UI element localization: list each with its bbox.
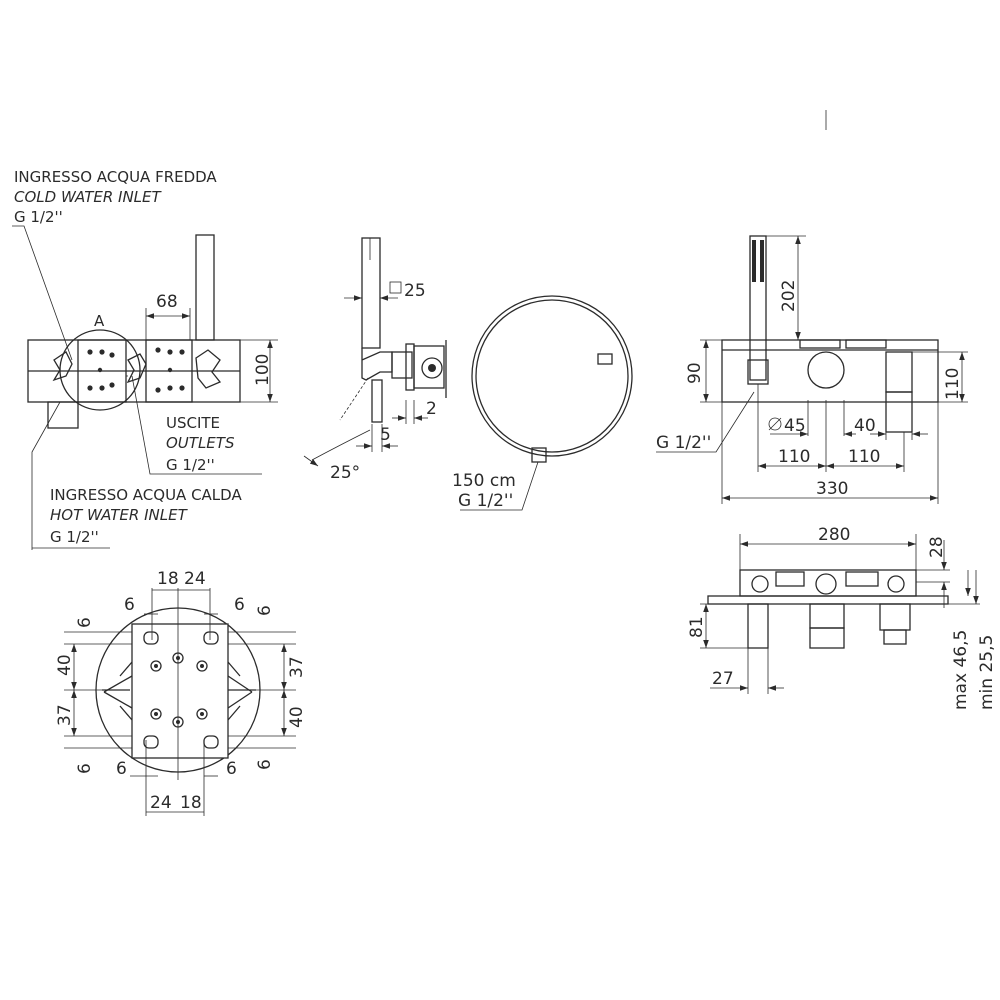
dim-100: 100 (253, 354, 273, 386)
detail-right-6b: 6 (255, 759, 275, 770)
detail-right-37: 37 (287, 656, 307, 678)
dim-27: 27 (712, 669, 734, 689)
detail-right-6t: 6 (255, 605, 275, 616)
dim-68: 68 (156, 292, 178, 312)
front-view-dimensions: 68 100 (145, 292, 278, 403)
detail-right-40: 40 (287, 706, 307, 728)
diameter-value: 45 (784, 416, 806, 436)
dim-110-right: 110 (848, 447, 880, 467)
dim-110-left: 110 (778, 447, 810, 467)
detail-left-6t: 6 (75, 617, 95, 628)
dim-40: 40 (854, 416, 876, 436)
front-view-body: A (27, 234, 241, 429)
dim-min: min 25,5 (977, 635, 997, 710)
outlets-size: G 1/2'' (166, 456, 215, 474)
detail-left-40: 40 (55, 654, 75, 676)
outlets-label-en: OUTLETS (166, 434, 235, 452)
detail-plate (95, 607, 261, 773)
detail-top-6b: 6 (234, 595, 245, 615)
detail-dimensions: 18 24 6 6 6 6 40 37 6 37 40 6 6 (55, 569, 307, 816)
cold-inlet-label-it: INGRESSO ACQUA FREDDA (14, 168, 217, 186)
dim-angle: 25° (330, 463, 360, 483)
detail-left-37: 37 (55, 704, 75, 726)
dim-202: 202 (779, 280, 799, 312)
hot-inlet-size: G 1/2'' (50, 528, 99, 546)
dim-5: 5 (380, 425, 391, 445)
hose-length: 150 cm (452, 471, 516, 491)
dim-81: 81 (687, 616, 707, 638)
detail-bot-6b: 6 (226, 759, 237, 779)
front-view-finish: 202 90 110 45 40 110 110 33 (656, 110, 968, 504)
dim-28: 28 (927, 536, 947, 558)
front-inlet-size: G 1/2'' (656, 433, 711, 453)
detail-top-6a: 6 (124, 595, 135, 615)
detail-tag: A (94, 312, 105, 330)
cold-inlet-size: G 1/2'' (14, 208, 63, 226)
dim-max: max 46,5 (951, 630, 971, 710)
detail-bot-24: 24 (150, 793, 172, 813)
detail-bot-6a: 6 (116, 759, 127, 779)
square-section: 25 (404, 281, 426, 301)
hose-size: G 1/2'' (458, 491, 513, 511)
detail-left-6b: 6 (75, 763, 95, 774)
detail-top-18: 18 (157, 569, 179, 589)
top-view: 280 28 81 27 max 46,5 min 25,5 (687, 525, 997, 710)
cold-inlet-label-en: COLD WATER INLET (14, 188, 163, 206)
outlets-label-it: USCITE (166, 414, 220, 432)
hot-inlet-label-it: INGRESSO ACQUA CALDA (50, 486, 242, 504)
dim-330: 330 (816, 479, 848, 499)
dim-280: 280 (818, 525, 850, 545)
hot-inlet-label-en: HOT WATER INLET (50, 506, 189, 524)
detail-top-24: 24 (184, 569, 206, 589)
hose: 150 cm G 1/2'' (452, 295, 633, 511)
detail-bot-18: 18 (180, 793, 202, 813)
side-view: 25° 25 2 5 (303, 237, 447, 483)
front-view-leaders (12, 225, 262, 550)
dim-2: 2 (426, 399, 437, 419)
dim-90: 90 (685, 362, 705, 384)
dim-110-height: 110 (943, 368, 963, 400)
